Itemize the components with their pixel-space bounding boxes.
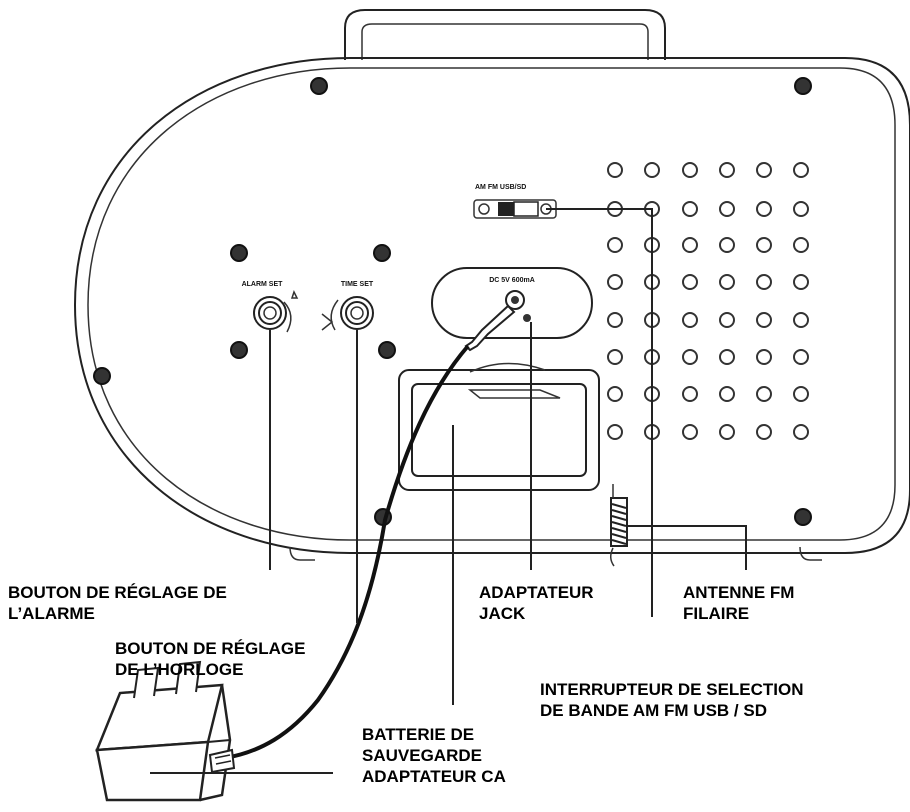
screw [378,341,396,359]
screw [310,77,328,95]
speaker-hole [719,424,735,440]
speaker-hole [607,386,623,402]
battery-compartment [398,362,600,491]
callout-alarm-button: BOUTON DE RÉGLAGE DE L’ALARME [8,583,227,623]
speaker-hole [756,201,772,217]
svg-text:ADAPTATEUR: ADAPTATEUR [479,583,594,602]
dc-input-label: DC 5V 600mA [489,277,535,284]
callout-clock-button: BOUTON DE RÉGLAGE DE L’HORLOGE [115,639,305,679]
speaker-hole [607,237,623,253]
time-set-label: TIME SET [341,281,374,288]
speaker-hole [719,201,735,217]
svg-text:DE L’HORLOGE: DE L’HORLOGE [115,660,243,679]
speaker-hole [793,162,809,178]
screw [373,244,391,262]
power-cord [224,344,470,760]
radio-body-inner [87,67,896,541]
speaker-grille [607,162,809,440]
speaker-hole [719,312,735,328]
speaker-hole [682,349,698,365]
svg-text:SAUVEGARDE: SAUVEGARDE [362,746,482,765]
callout-fm-antenna: ANTENNE FM FILAIRE [683,583,794,623]
speaker-hole [607,312,623,328]
speaker-hole [607,162,623,178]
screw [93,367,111,385]
leader-lines [150,208,747,774]
speaker-hole [793,386,809,402]
carry-handle [344,9,666,60]
speaker-hole [682,201,698,217]
screw [794,77,812,95]
svg-text:ANTENNE FM: ANTENNE FM [683,583,794,602]
fm-antenna-coil [610,484,628,567]
speaker-hole [719,162,735,178]
speaker-hole [793,201,809,217]
speaker-hole [607,424,623,440]
speaker-hole [756,349,772,365]
speaker-hole [756,162,772,178]
speaker-hole [682,274,698,290]
callout-band-selector: INTERRUPTEUR DE SELECTION DE BANDE AM FM… [540,680,804,720]
speaker-hole [607,349,623,365]
speaker-hole [607,274,623,290]
ac-adapter [95,660,236,802]
svg-text:JACK: JACK [479,604,526,623]
screw [794,508,812,526]
speaker-hole [682,162,698,178]
speaker-hole [793,274,809,290]
speaker-hole [719,274,735,290]
speaker-hole [756,274,772,290]
dc-jack[interactable] [505,290,531,322]
dc-plug [464,304,516,352]
speaker-hole [719,349,735,365]
speaker-hole [682,237,698,253]
speaker-hole [793,312,809,328]
speaker-hole [682,312,698,328]
speaker-hole [756,237,772,253]
speaker-hole [756,312,772,328]
speaker-hole [682,424,698,440]
svg-text:FILAIRE: FILAIRE [683,604,749,623]
alarm-set-label: ALARM SET [242,281,284,288]
svg-text:BOUTON DE RÉGLAGE: BOUTON DE RÉGLAGE [115,639,305,658]
svg-text:DE BANDE AM FM USB / SD: DE BANDE AM FM USB / SD [540,701,767,720]
speaker-hole [793,349,809,365]
screw [230,341,248,359]
speaker-hole [756,386,772,402]
band-selector-switch[interactable] [473,199,557,219]
speaker-hole [682,386,698,402]
speaker-hole [644,162,660,178]
dc-input-panel [431,267,593,339]
screw [230,244,248,262]
svg-text:BATTERIE DE: BATTERIE DE [362,725,474,744]
svg-text:L’ALARME: L’ALARME [8,604,95,623]
svg-text:ADAPTATEUR CA: ADAPTATEUR CA [362,767,506,786]
speaker-hole [793,237,809,253]
callout-battery-adapter: BATTERIE DE SAUVEGARDE ADAPTATEUR CA [362,725,506,786]
speaker-hole [719,237,735,253]
speaker-hole [756,424,772,440]
callout-adapter-jack: ADAPTATEUR JACK [479,583,594,623]
time-set-knob[interactable] [321,296,374,331]
speaker-hole [719,386,735,402]
svg-text:BOUTON DE RÉGLAGE DE: BOUTON DE RÉGLAGE DE [8,583,227,602]
radio-body [73,57,910,554]
alarm-set-knob[interactable] [253,290,299,333]
speaker-hole [793,424,809,440]
band-switch-label: AM FM USB/SD [475,184,526,191]
svg-text:INTERRUPTEUR DE SELECTION: INTERRUPTEUR DE SELECTION [540,680,804,699]
